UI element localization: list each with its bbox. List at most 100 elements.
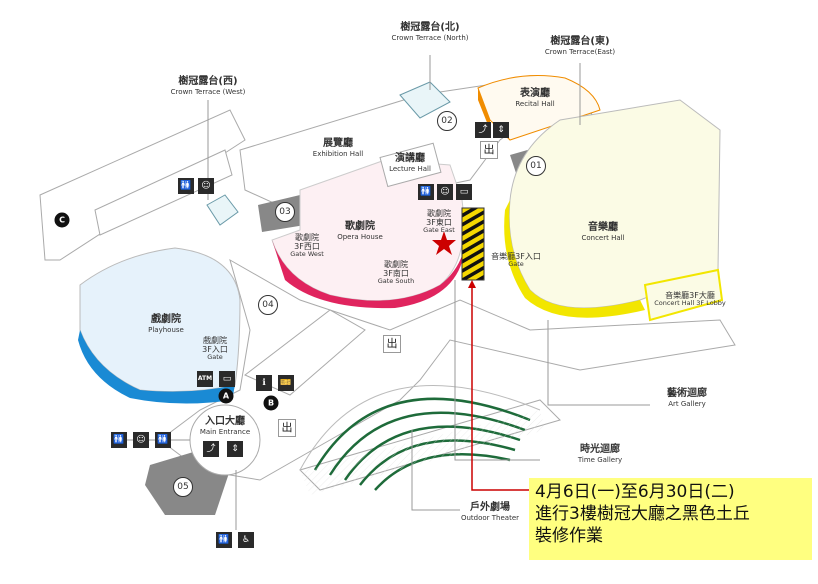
zh: 歌劇院 [384,260,408,269]
marker-a[interactable]: A [218,388,234,404]
en: Crown Terrace (North) [391,33,469,42]
zh: 演講廳 [395,153,425,164]
en: Gate South [377,277,415,286]
zh: 戲劇院 [202,336,227,345]
en: Lecture Hall [389,164,431,173]
nursing-icon: ☺ [133,432,149,448]
en: Playhouse [148,325,184,334]
nursing-icon: ☺ [437,184,453,200]
marker-01[interactable]: 01 [526,156,546,176]
locker-icon: ▭ [456,184,472,200]
en: Gate [207,353,223,362]
label-crown-terrace-east: 樹冠露台(東)Crown Terrace(East) [545,36,615,56]
zh: 藝術迴廊 [667,388,707,399]
marker-b[interactable]: B [263,395,279,411]
zh: 音樂廳3F大廳 [665,291,715,300]
escalator-icon: ⤴ [203,441,219,457]
zh: 3F西口 [294,242,320,252]
en: Main Entrance [199,427,251,436]
lecture-hall-shape [379,142,442,188]
zh: 樹冠露台(東) [550,36,610,47]
en: Crown Terrace (West) [170,87,246,96]
construction-zone [461,207,485,281]
marker-04[interactable]: 04 [258,295,278,315]
label-crown-terrace-north: 樹冠露台(北)Crown Terrace (North) [391,22,468,42]
en: Outdoor Theater [460,513,520,522]
zh: 歌劇院 [426,209,451,218]
marker-02[interactable]: 02 [437,111,457,131]
zh: 展覽廳 [322,138,353,149]
location-star-icon [432,231,456,255]
wheelchair-icon: ♿ [238,532,254,548]
en: Opera House [337,232,383,241]
zh: 3F南口 [383,269,409,279]
zh: 樹冠露台(西) [178,76,238,87]
en: Gate East [423,226,455,235]
restroom-icon: 🚻 [155,432,171,448]
zh: 歌劇院 [295,233,319,242]
marker-05[interactable]: 05 [173,477,193,497]
zh: 表演廳 [519,88,550,99]
zh: 音樂廳 [588,222,618,233]
restroom-icon: 🚻 [216,532,232,548]
marker-c[interactable]: C [54,212,70,228]
zh: 3F東口 [426,218,452,228]
restroom-icon: 🚻 [111,432,127,448]
zh: 歌劇院 [345,221,375,232]
exit-sign-center: 出 [383,335,401,353]
zh: 音樂廳3F入口 [491,252,541,261]
concert-lobby-shape [643,268,724,322]
restroom-icon: 🚻 [418,184,434,200]
zh: 入口大廳 [205,416,245,427]
restroom-icon: 🚻 [178,178,194,194]
exit-sign-south: 出 [278,419,296,437]
en: Gate West [290,250,324,259]
ticket-icon: 🎫 [278,375,294,391]
playhouse-shape [79,247,241,393]
zh: 3F入口 [202,345,228,355]
en: Crown Terrace(East) [544,47,616,56]
en: Concert Hall 3F Lobby [654,299,726,308]
renovation-notice: 4月6日(一)至6月30日(二) 進行3樓樹冠大廳之黑色土丘 裝修作業 [529,478,812,560]
zh: 樹冠露台(北) [400,22,460,33]
escalator-icon: ⤴ [475,122,491,138]
notice-pointer-line [471,285,530,491]
locker-icon: ▭ [219,371,235,387]
elevator-icon: ⇕ [227,441,243,457]
atm-icon: ATM [197,371,213,387]
en: Concert Hall [581,233,625,242]
nursing-icon: ☺ [198,178,214,194]
zh: 時光迴廊 [579,444,620,455]
notice-text-2: 裝修作業 [535,526,603,546]
en: Time Gallery [577,455,623,464]
en: Exhibition Hall [312,149,364,158]
en: Gate [508,260,524,269]
info-icon: ℹ [256,375,272,391]
notice-text: 進行3樓樹冠大廳之黑色土丘 [535,504,750,524]
zh: 戲劇院 [151,314,181,325]
crown-terrace-west-shape [206,194,239,226]
crown-terrace-north-shape [399,81,451,119]
exit-sign-north: 出 [480,141,498,159]
notice-date: 4月6日(一)至6月30日(二) [535,482,735,502]
en: Recital Hall [515,99,555,108]
elevator-icon: ⇕ [493,122,509,138]
marker-03[interactable]: 03 [275,202,295,222]
